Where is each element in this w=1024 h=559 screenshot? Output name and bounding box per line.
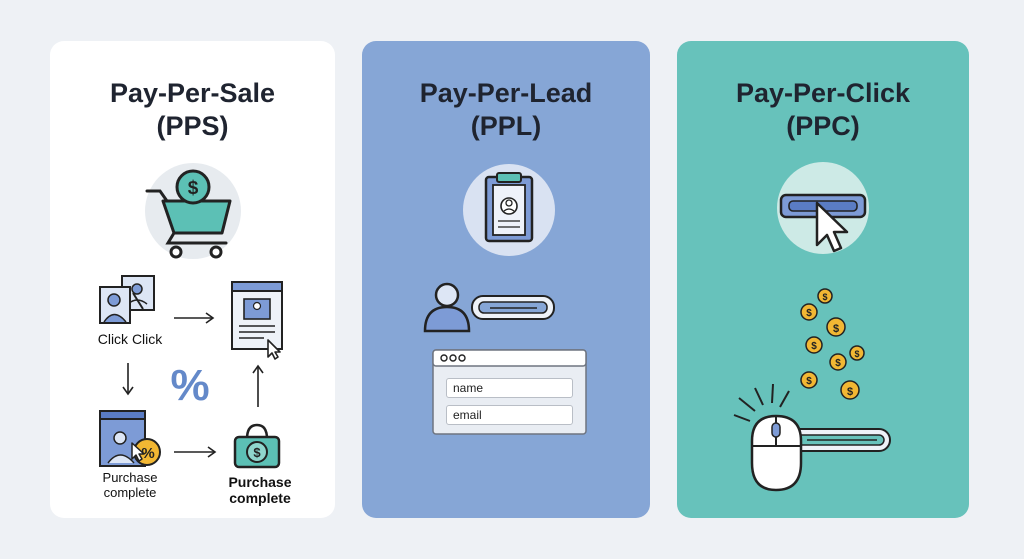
svg-text:$: $ [847,386,853,398]
purchase-complete-left-label: Purchase complete [102,470,158,500]
ppc-card: $ $ $ $ $ $ $ $ [677,41,969,518]
svg-text:$: $ [833,323,839,335]
svg-text:$: $ [188,178,199,199]
person-link-icon [423,282,555,333]
svg-text:$: $ [835,358,841,369]
ppc-title-line2: (PPC) [786,111,860,141]
ppl-title-line2: (PPL) [470,111,542,141]
pps-title-line1: Pay-Per-Sale [109,78,276,108]
percent-symbol: % [170,361,210,410]
clipboard-profile-icon [463,164,555,256]
purchase-screen-icon: % [99,410,161,467]
ppc-illustration: $ $ $ $ $ $ $ $ [733,162,891,492]
coins-icon: $ $ $ $ $ $ $ $ [800,288,865,400]
ppc-title-line1: Pay-Per-Click [735,78,911,108]
pps-title: Pay-Per-Sale (PPS) [50,77,335,143]
shopping-bag-dollar-icon: $ [233,423,281,469]
profile-cards-icon [99,275,155,324]
click-click-label: Click Click [97,331,163,347]
email-field[interactable]: email [446,405,573,425]
ppl-card: Pay-Per-Lead (PPL) name email [362,41,650,518]
svg-text:$: $ [806,376,812,387]
mouse-click-icon [733,383,891,492]
pps-title-line2: (PPS) [156,111,229,141]
webpage-cursor-icon [231,281,283,360]
svg-text:$: $ [253,445,261,460]
svg-text:$: $ [822,292,827,302]
button-cursor-icon [777,162,869,254]
svg-text:$: $ [811,341,817,352]
shopping-cart-dollar-icon: $ [145,163,241,259]
svg-text:$: $ [854,349,859,359]
ppl-title: Pay-Per-Lead (PPL) [362,77,650,143]
pps-illustration: $ [99,163,283,469]
ppl-title-line1: Pay-Per-Lead [419,78,593,108]
svg-text:$: $ [806,308,812,319]
purchase-complete-right-label: Purchase complete [228,474,292,506]
ppc-title: Pay-Per-Click (PPC) [677,77,969,143]
svg-text:%: % [141,445,154,462]
pps-card: $ [50,41,335,518]
name-field[interactable]: name [446,378,573,398]
